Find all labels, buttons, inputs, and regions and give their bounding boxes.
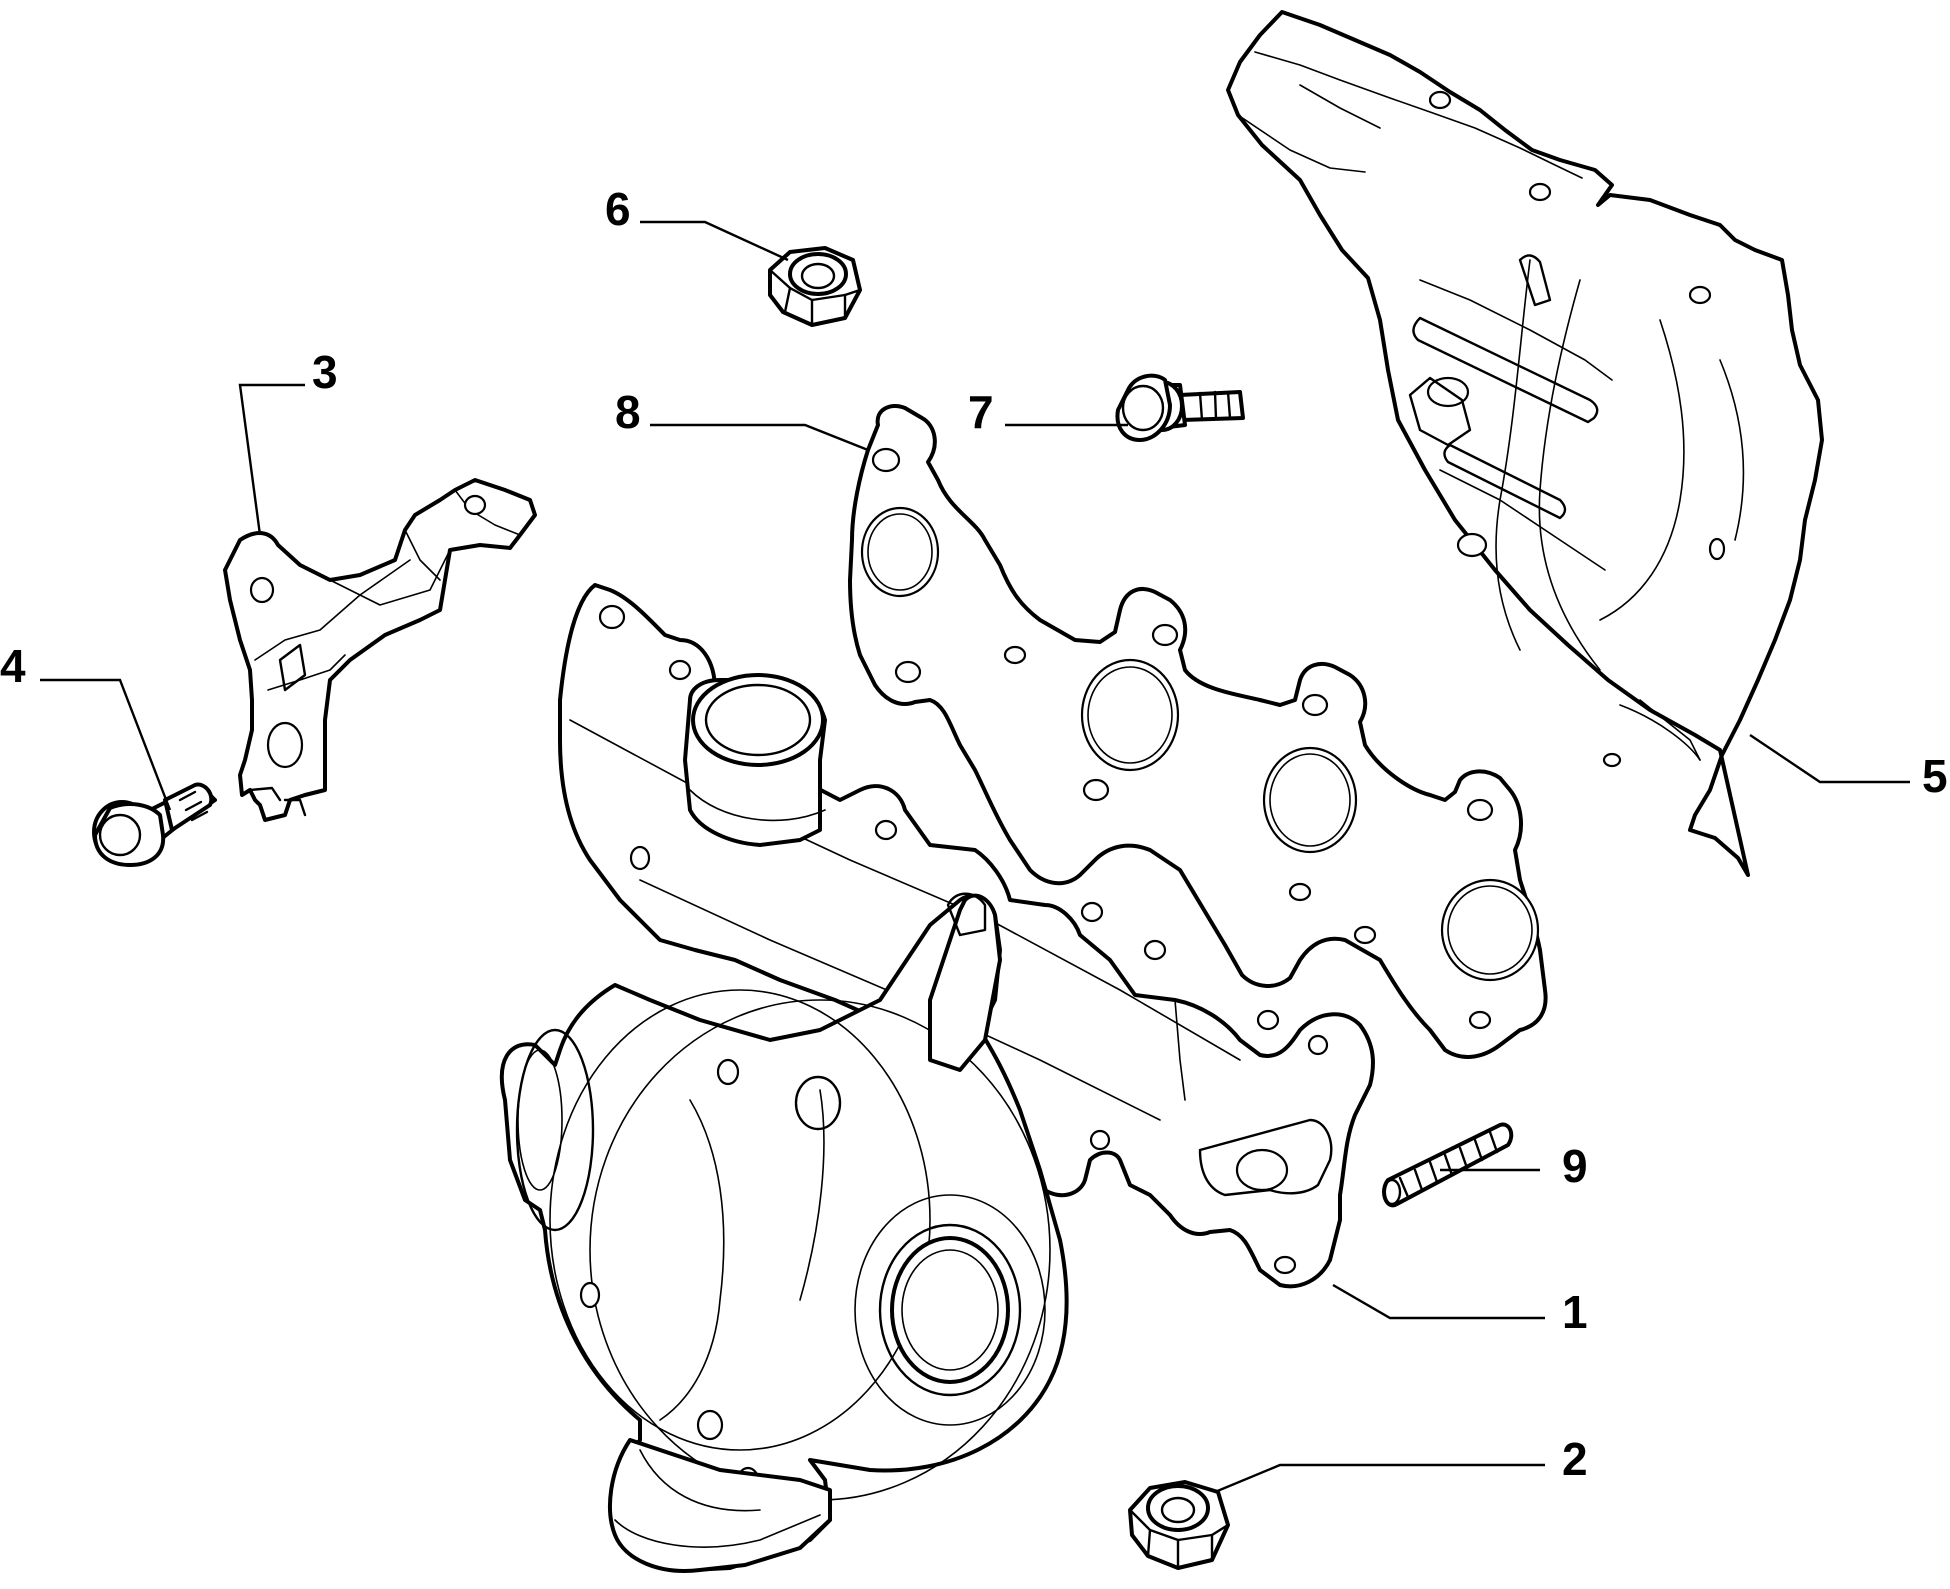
callout-1: 1: [1562, 1286, 1588, 1338]
callout-3: 3: [312, 346, 338, 398]
leader-line-8: [650, 423, 869, 452]
leader-line-4: [40, 678, 172, 811]
callout-9: 9: [1562, 1140, 1588, 1192]
callout-5: 5: [1922, 750, 1948, 802]
callout-4: 4: [0, 640, 26, 692]
part-9-stud[interactable]: [1382, 1122, 1514, 1208]
part-4-bolt[interactable]: [92, 782, 217, 867]
leader-line-2: [1214, 1463, 1545, 1494]
leader-line-6: [640, 220, 789, 262]
part-8-gasket[interactable]: [848, 404, 1548, 1059]
part-1-turbocharger-manifold[interactable]: [499, 583, 1375, 1573]
part-7-bolt[interactable]: [1115, 373, 1245, 442]
part-5-heat-shield[interactable]: [1226, 10, 1824, 877]
callout-8: 8: [615, 386, 641, 438]
part-3-bracket[interactable]: [223, 478, 537, 822]
leader-line-3: [238, 383, 305, 536]
callout-6: 6: [605, 183, 631, 235]
callout-7: 7: [968, 386, 994, 438]
leader-line-1: [1332, 1283, 1545, 1320]
callout-2: 2: [1562, 1433, 1588, 1485]
part-6-nut[interactable]: [768, 246, 862, 327]
part-2-nut[interactable]: [1128, 1480, 1230, 1570]
leader-line-5: [1749, 734, 1910, 784]
